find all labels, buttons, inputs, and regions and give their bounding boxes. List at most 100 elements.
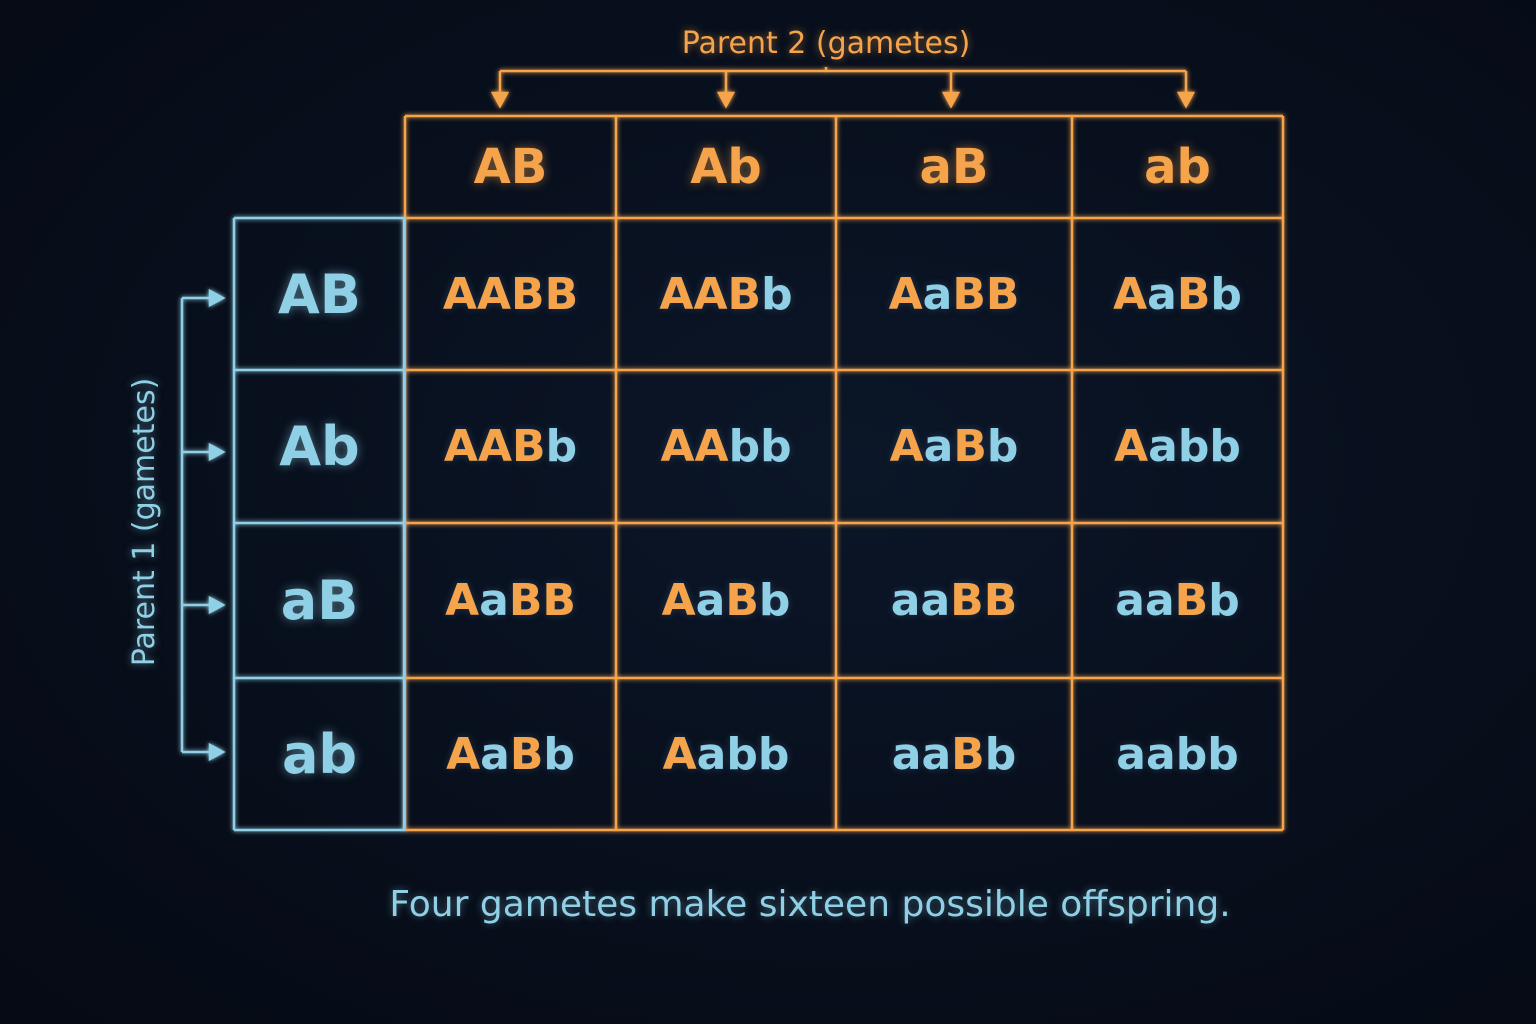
allele-letter: a	[695, 575, 726, 626]
arrow-down-icon	[941, 91, 961, 109]
allele-letter: b	[1209, 421, 1241, 472]
allele-letter: A	[659, 268, 694, 320]
allele-letter: A	[660, 421, 695, 472]
allele-letter: A	[443, 421, 478, 472]
column-gamete-header: AB	[473, 139, 548, 195]
allele-letter: a	[922, 268, 953, 320]
allele-letter: B	[511, 268, 545, 320]
allele-letter: A	[693, 268, 728, 320]
allele-letter: B	[950, 575, 984, 626]
allele-letter: a	[480, 728, 510, 780]
allele-letter: B	[512, 421, 546, 472]
allele-letter: b	[1177, 421, 1210, 472]
allele-letter: B	[727, 268, 762, 320]
allele-letter: b	[726, 728, 758, 780]
allele-letter: A	[442, 268, 477, 320]
allele-letter: a	[479, 575, 509, 626]
allele-letter: a	[923, 421, 954, 472]
allele-letter: b	[984, 728, 1017, 780]
parent2-connector	[490, 67, 1196, 109]
allele-letter: b	[543, 728, 575, 780]
allele-letter: A	[477, 421, 513, 472]
allele-letter: a	[1148, 421, 1178, 472]
allele-letter: A	[445, 575, 480, 626]
allele-letter: a	[1144, 575, 1175, 626]
allele-letter: A	[1114, 421, 1149, 472]
allele-letter: a	[920, 575, 951, 626]
allele-letter: B	[953, 421, 987, 472]
allele-letter: A	[889, 421, 924, 472]
arrow-right-icon	[208, 742, 226, 762]
allele-letter: A	[446, 728, 481, 780]
allele-letter: a	[1147, 268, 1177, 320]
caption: Four gametes make sixteen possible offsp…	[389, 884, 1231, 925]
allele-letter: b	[545, 421, 578, 472]
allele-letter: A	[888, 268, 923, 320]
allele-letter: b	[1208, 575, 1240, 626]
arrow-right-icon	[208, 442, 226, 462]
arrow-down-icon	[1176, 91, 1196, 109]
row-gamete-header: AB	[278, 262, 361, 326]
allele-letter: B	[1176, 268, 1211, 320]
row-gamete-header: Ab	[279, 415, 360, 478]
parent2-label: Parent 2 (gametes)	[681, 26, 971, 61]
allele-letter: A	[476, 268, 512, 320]
allele-letter: a	[890, 575, 921, 626]
allele-letter: A	[661, 575, 696, 626]
allele-letter: a	[921, 728, 952, 780]
allele-letter: b	[758, 575, 791, 626]
allele-letter: B	[1174, 575, 1209, 626]
column-gamete-header: Ab	[690, 139, 762, 195]
allele-letter: B	[508, 575, 543, 626]
arrow-right-icon	[208, 595, 226, 615]
allele-letter: B	[544, 268, 579, 320]
allele-letter: b	[1175, 728, 1208, 780]
allele-letter: b	[760, 421, 792, 472]
allele-letter: a	[1146, 728, 1176, 780]
allele-letter: a	[1115, 575, 1145, 626]
allele-letter: b	[1210, 268, 1242, 320]
allele-letter: b	[986, 421, 1019, 472]
allele-letter: B	[542, 575, 576, 626]
allele-letter: B	[985, 268, 1020, 320]
allele-letter: B	[952, 268, 986, 320]
allele-letter: B	[725, 575, 759, 626]
allele-letter: A	[1113, 268, 1148, 320]
row-gamete-header: ab	[281, 722, 358, 786]
allele-letter: B	[983, 575, 1018, 626]
allele-letter: a	[1116, 728, 1146, 780]
allele-letter: a	[891, 728, 922, 780]
arrow-down-icon	[716, 91, 736, 109]
allele-letter: A	[662, 728, 697, 780]
row-gamete-header: aB	[280, 569, 359, 632]
allele-letter: B	[509, 728, 544, 780]
allele-letter: b	[757, 728, 790, 780]
parent1-label: Parent 1 (gametes)	[127, 377, 162, 667]
allele-letter: B	[951, 728, 985, 780]
allele-letter: b	[761, 268, 793, 320]
allele-letter: b	[728, 421, 761, 472]
column-gamete-header: ab	[1144, 139, 1211, 195]
arrow-down-icon	[490, 91, 510, 109]
arrow-right-icon	[208, 288, 226, 308]
allele-letter: a	[696, 728, 727, 780]
column-gamete-header: aB	[919, 139, 989, 195]
allele-letter: b	[1207, 728, 1239, 780]
allele-letter: A	[694, 421, 729, 472]
